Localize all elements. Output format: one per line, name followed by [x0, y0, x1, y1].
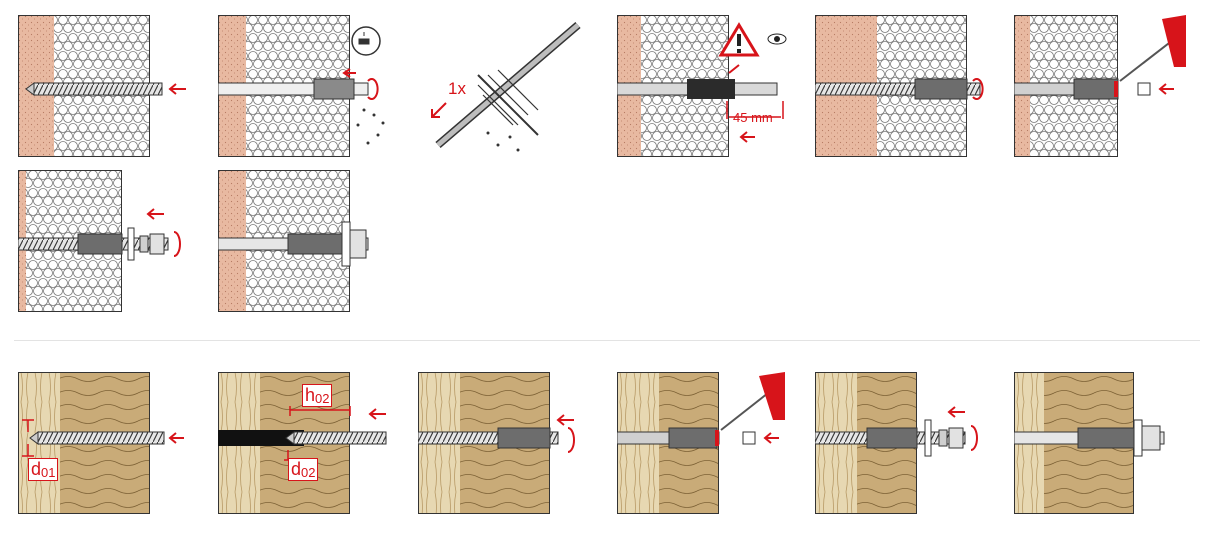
- h02-main: h: [305, 385, 316, 405]
- warning-icon: [617, 15, 787, 157]
- h02-label: h02: [302, 384, 333, 407]
- drill-bit-icon: [18, 372, 184, 514]
- facade-step-4: 45 mm: [617, 15, 789, 157]
- facade-step-2: [218, 15, 390, 157]
- wood-step-1: d01: [18, 372, 190, 514]
- seal-apply-icon: [1014, 15, 1186, 157]
- anchor-set-icon: [815, 15, 984, 157]
- anchor-set-icon: [418, 372, 575, 514]
- d01-label: d01: [28, 458, 59, 481]
- facade-step-7: [18, 170, 190, 312]
- h02-sub: 02: [315, 391, 330, 406]
- anchor-finished-icon: [218, 170, 369, 312]
- wood-step-6: [1014, 372, 1186, 514]
- facade-step-5: [815, 15, 987, 157]
- embed-depth-label: 45 mm: [733, 110, 773, 125]
- wood-step-4: [617, 372, 789, 514]
- section-divider: [14, 340, 1200, 341]
- brush-icon: [431, 21, 581, 152]
- nut-tighten-icon: [815, 372, 978, 514]
- wood-step-3: [418, 372, 590, 514]
- d02-label: d02: [288, 458, 319, 481]
- drill-cleaning-icon: [218, 15, 385, 157]
- wood-step-2: h02 d02: [218, 372, 390, 514]
- brush-count-label: 1x: [448, 79, 466, 98]
- d02-main: d: [291, 459, 302, 479]
- d02-sub: 02: [301, 465, 316, 480]
- d01-sub: 01: [41, 465, 56, 480]
- anchor-finished-icon: [1014, 372, 1165, 514]
- wood-step-5: [815, 372, 987, 514]
- seal-apply-icon: [617, 372, 785, 514]
- facade-step-3: 1x: [418, 15, 590, 157]
- nut-tighten-icon: [18, 170, 181, 312]
- facade-step-1: [18, 15, 190, 157]
- d01-main: d: [31, 459, 42, 479]
- drill-bit-icon: [18, 15, 186, 157]
- facade-step-8: [218, 170, 390, 312]
- facade-step-6: [1014, 15, 1186, 157]
